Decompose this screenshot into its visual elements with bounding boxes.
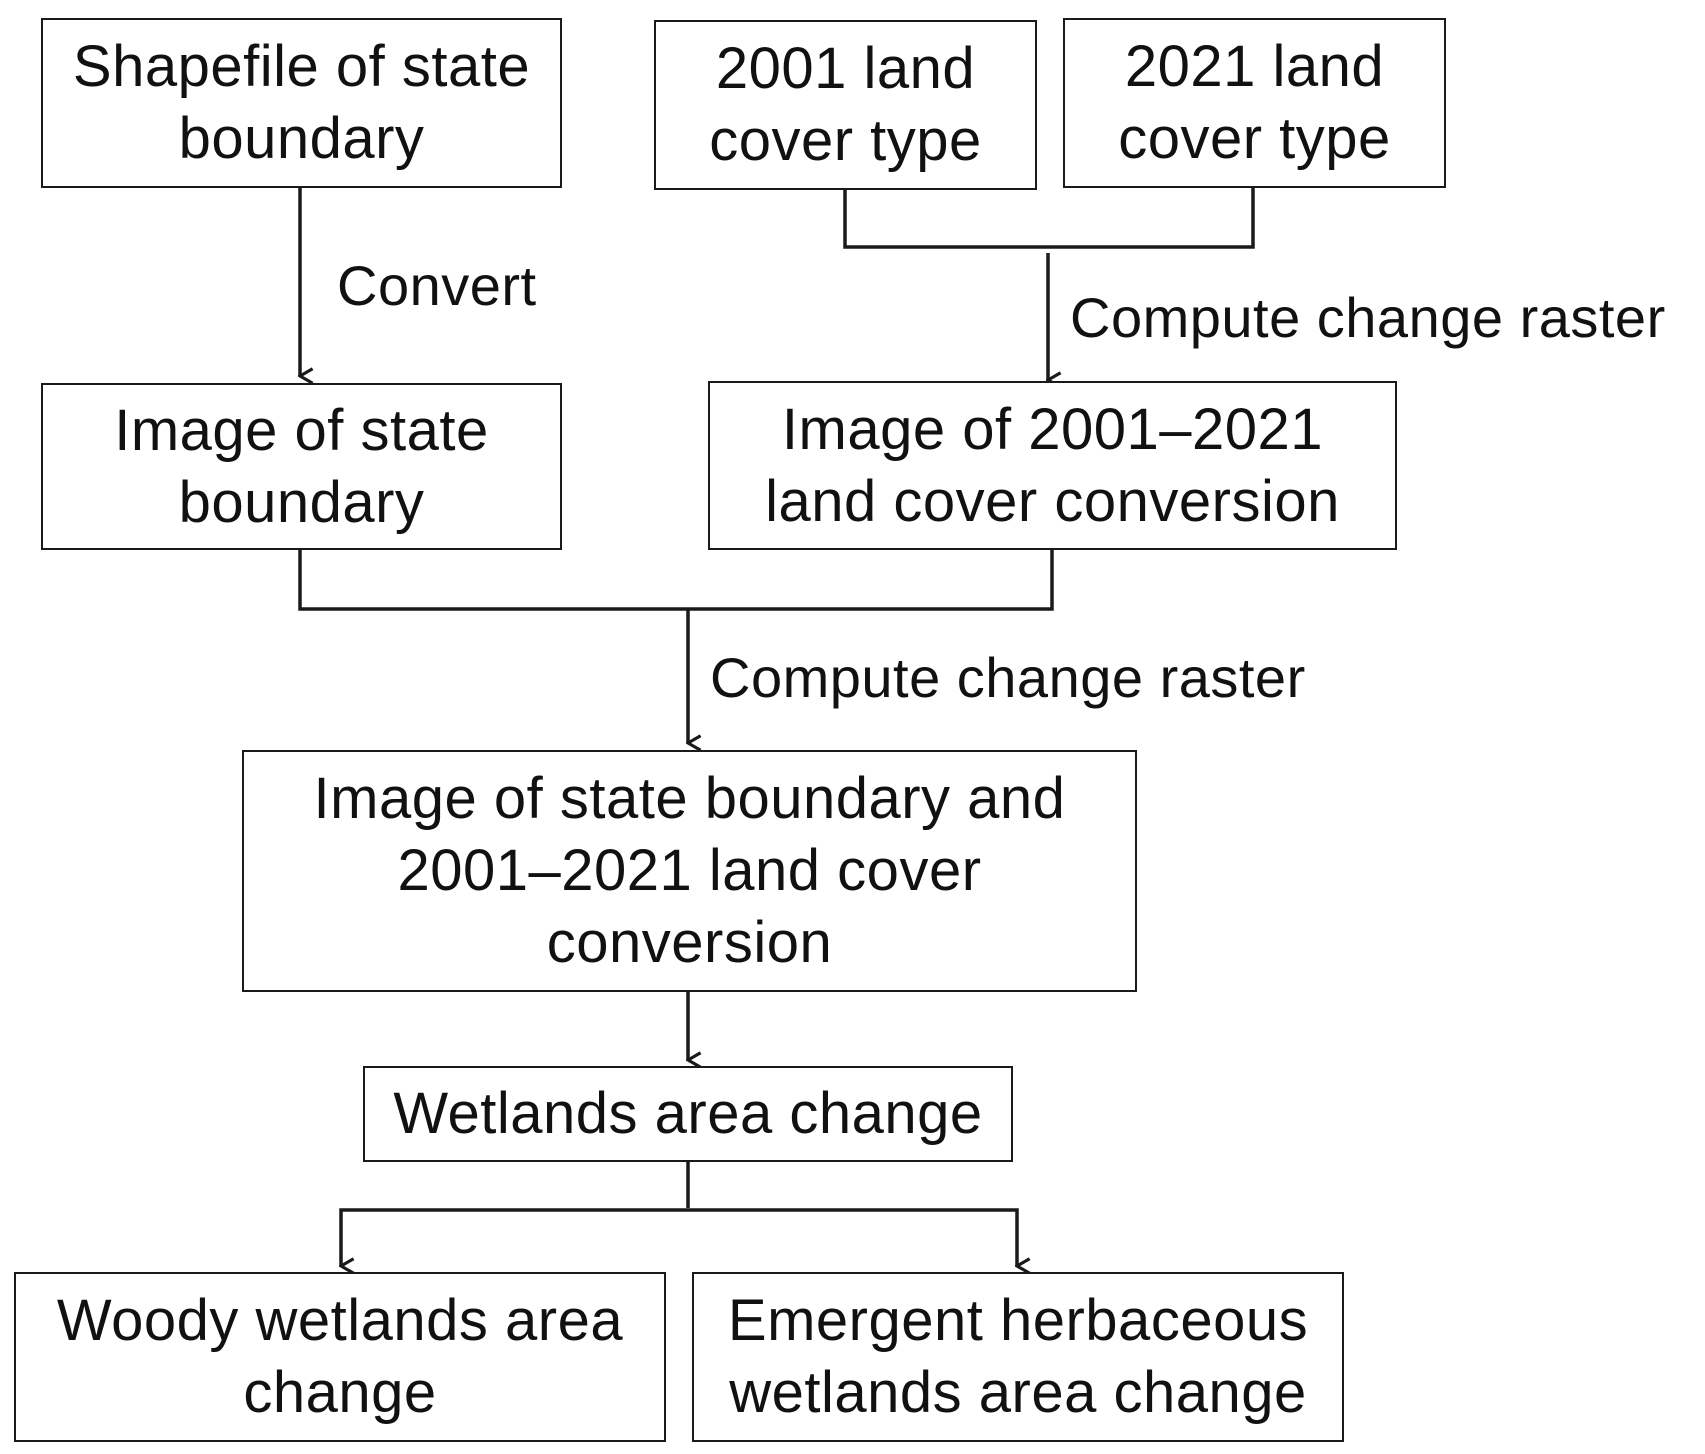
land-cover-2001-box: 2001 land cover type [654, 20, 1037, 190]
merge-landcover-connector [843, 188, 1255, 249]
land-cover-2021-box: 2021 land cover type [1063, 18, 1446, 188]
node-text-line: land cover conversion [765, 468, 1340, 534]
node-text-line: Image of 2001–2021 [781, 396, 1324, 462]
node-text-line: Wetlands area change [393, 1081, 983, 1146]
land-cover-conversion-image-box: Image of 2001–2021 land cover conversion [708, 381, 1397, 550]
node-text-line: change [243, 1360, 437, 1425]
convert-label: Convert [337, 254, 537, 317]
emergent-herbaceous-wetlands-change-box: Emergent herbaceous wetlands area change [692, 1272, 1344, 1442]
state-boundary-image-box: Image of state boundary [41, 383, 562, 550]
node-text-line: wetlands area change [729, 1360, 1307, 1425]
wetlands-area-change-box: Wetlands area change [363, 1066, 1013, 1162]
woody-wetlands-change-box: Woody wetlands area change [14, 1272, 666, 1442]
node-text-line: boundary [178, 469, 425, 535]
node-text-line: cover type [1118, 106, 1391, 171]
node-text-line: Image of state boundary and [313, 766, 1066, 831]
node-text-line: Image of state [114, 397, 489, 463]
node-text-line: conversion [546, 910, 833, 975]
node-text-line: Shapefile of state [72, 34, 531, 99]
arrow-to-herbaceous-change [688, 1208, 1017, 1266]
node-text-line: 2001 land [715, 36, 976, 101]
node-text-line: cover type [709, 108, 982, 173]
shapefile-state-boundary-box: Shapefile of state boundary [41, 18, 562, 188]
arrow-to-woody-change [341, 1208, 688, 1266]
compute-change-raster-label-2: Compute change raster [710, 646, 1306, 709]
node-text-line: 2021 land [1124, 34, 1385, 99]
node-text-line: boundary [178, 106, 425, 171]
node-text-line: 2001–2021 land cover [397, 838, 982, 903]
merge-images-connector [298, 550, 1054, 611]
compute-change-raster-label-1: Compute change raster [1070, 286, 1666, 349]
combined-image-box: Image of state boundary and 2001–2021 la… [242, 750, 1137, 992]
node-text-line: Emergent herbaceous [727, 1288, 1309, 1353]
node-text-line: Woody wetlands area [56, 1288, 624, 1353]
